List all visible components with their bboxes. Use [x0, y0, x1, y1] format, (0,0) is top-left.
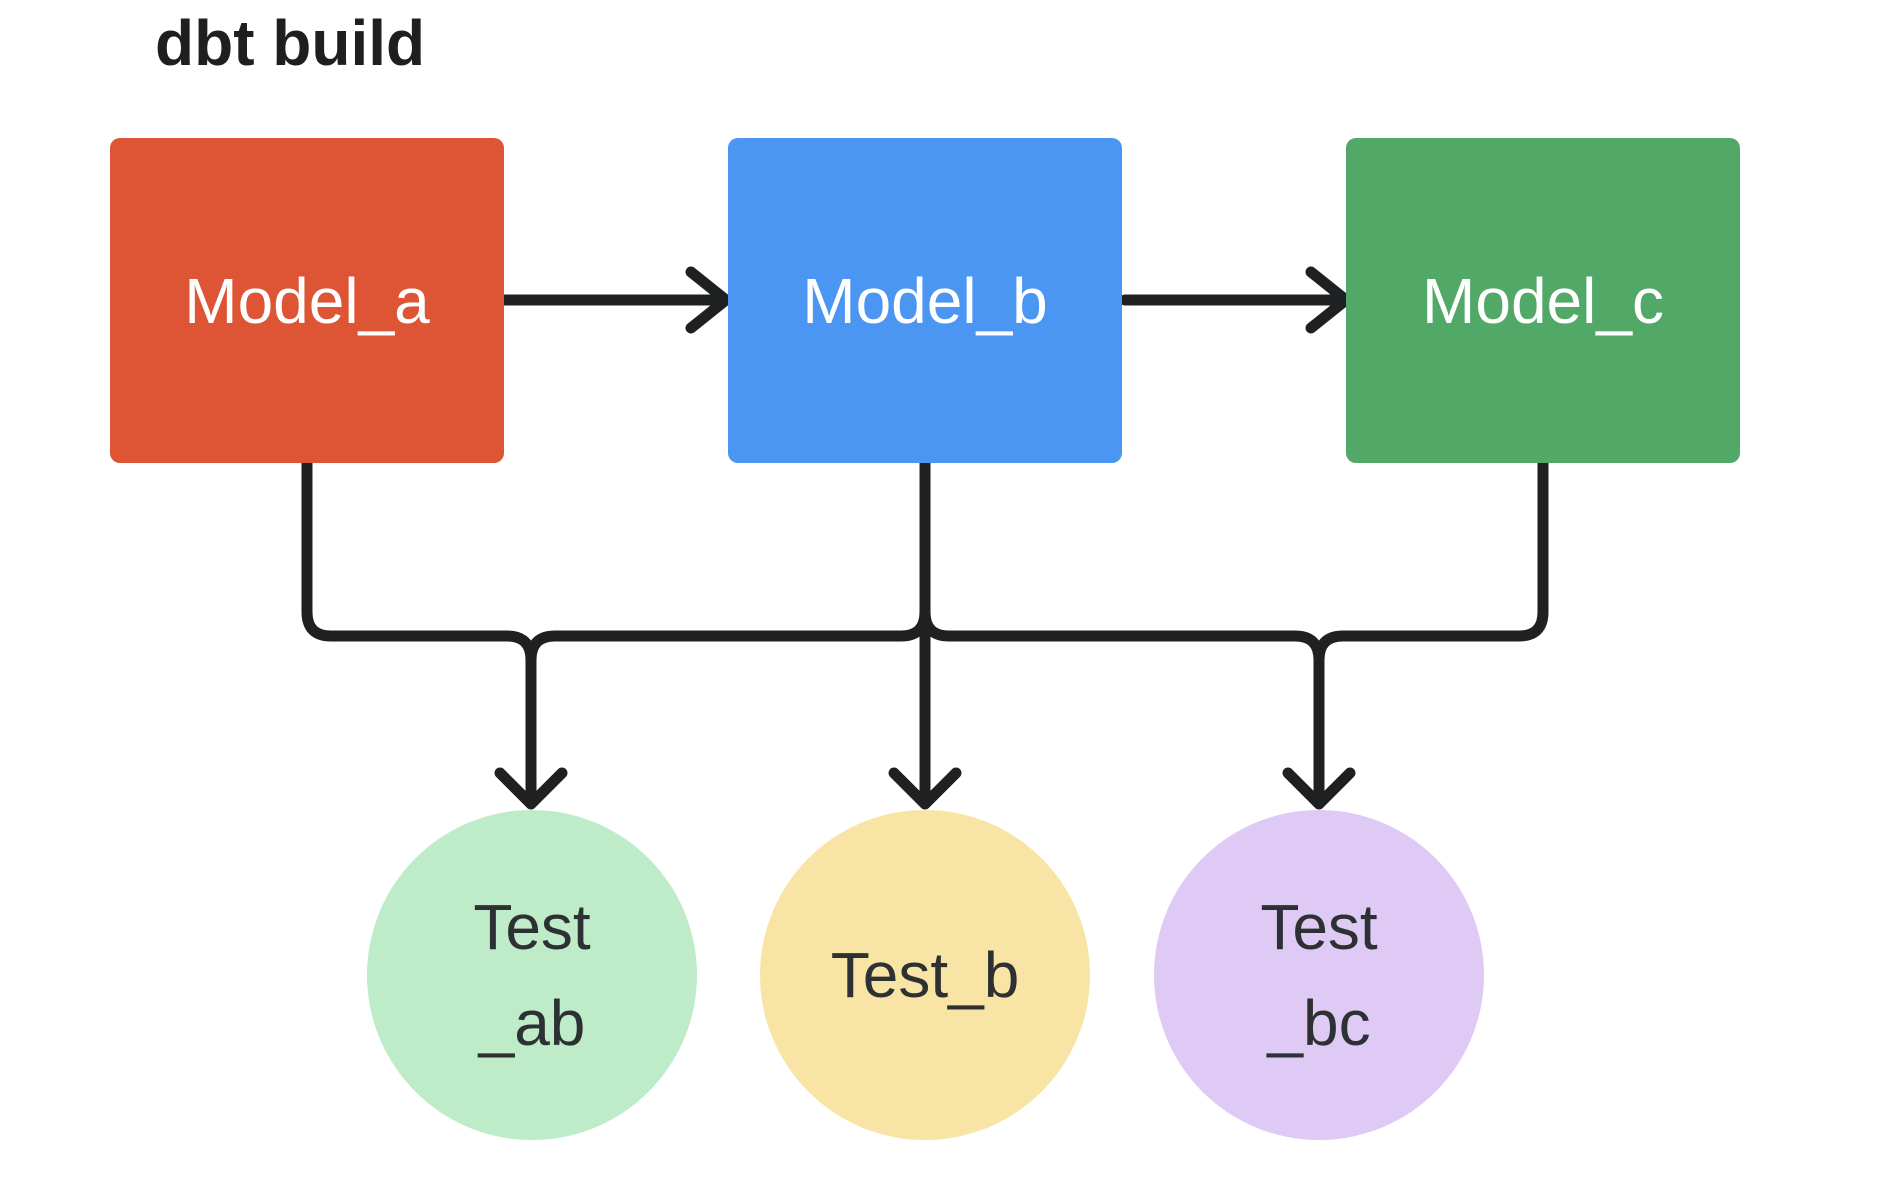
- node-test-ab[interactable]: Test _ab: [367, 810, 697, 1140]
- node-test-b[interactable]: Test_b: [760, 810, 1090, 1140]
- edge-model-c-test-bc: [1313, 457, 1549, 806]
- arrowhead-test-ab: [494, 767, 568, 810]
- node-model-b[interactable]: Model_b: [728, 138, 1122, 463]
- arrowhead-test-b: [888, 767, 962, 810]
- node-model-c[interactable]: Model_c: [1346, 138, 1740, 463]
- edge-model-b-test-bc: [919, 457, 1325, 806]
- node-test-ab-label-line-1: Test: [473, 891, 591, 963]
- node-model-b-label: Model_b: [802, 264, 1048, 337]
- node-test-bc-label-line-1: Test: [1260, 891, 1378, 963]
- node-test-bc[interactable]: Test _bc: [1154, 810, 1484, 1140]
- arrowhead-test-bc: [1282, 767, 1356, 810]
- node-test-ab-label-line-2: _ab: [478, 987, 586, 1059]
- edge-model-b-test-ab: [525, 457, 931, 806]
- node-test-bc-label-line-2: _bc: [1267, 987, 1371, 1059]
- node-test-b-label: Test_b: [830, 939, 1020, 1011]
- diagram-title: dbt build: [155, 7, 426, 79]
- node-model-c-label: Model_c: [1422, 264, 1664, 337]
- node-model-a-label: Model_a: [184, 264, 430, 337]
- arrowhead-model-b: [685, 266, 732, 334]
- edge-model-a-test-ab: [301, 457, 537, 806]
- node-model-a[interactable]: Model_a: [110, 138, 504, 463]
